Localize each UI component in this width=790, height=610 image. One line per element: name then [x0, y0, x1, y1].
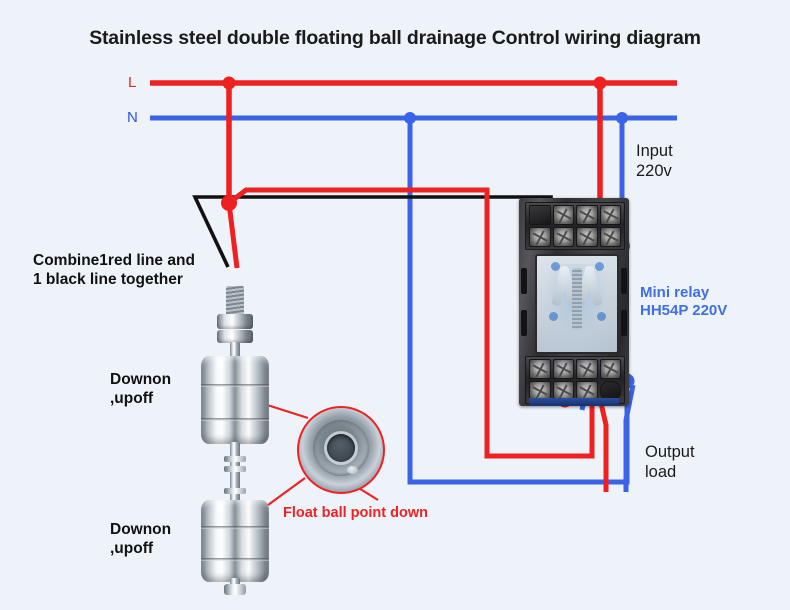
junction-dot-N-bus-mid: [404, 112, 416, 124]
relay-vent-right-2: [621, 310, 627, 336]
junction-dot-L-bus-left: [222, 76, 236, 90]
junction-dot-N-bus-right: [616, 112, 628, 124]
relay-screw-t1: [529, 205, 551, 225]
float-ball-lower: [201, 500, 269, 582]
float-hex-nut-1: [217, 314, 253, 329]
callout-line-lower: [267, 477, 306, 506]
relay-vent-left: [521, 268, 527, 294]
label-input-220v: Input 220v: [636, 142, 673, 181]
relay-screw-t4: [599, 205, 621, 225]
relay-screw-t2: [552, 205, 574, 225]
relay-screw-t6: [552, 227, 574, 247]
float-hex-nut-2: [217, 330, 253, 343]
relay-dot-1: [551, 262, 560, 271]
relay-screw-t5: [529, 227, 551, 247]
relay-screw-t3: [576, 205, 598, 225]
float-ball-detail-inset: [297, 406, 385, 494]
label-line-L: L: [128, 74, 137, 91]
relay-dot-2: [595, 262, 604, 271]
relay-coil: [572, 268, 582, 330]
label-mini-relay: Mini relay HH54P 220V: [640, 284, 728, 320]
relay-clear-cover: [535, 254, 619, 354]
relay-terminal-block-top: [525, 202, 625, 250]
float-switch-assembly: [196, 284, 274, 596]
float-stop-ring-2: [224, 466, 246, 472]
float-rod-middle: [230, 442, 240, 504]
page-title: Stainless steel double floating ball dra…: [89, 27, 701, 49]
float-end-cap: [224, 584, 246, 595]
wire-load-blue: [623, 384, 636, 492]
relay-dot-3: [549, 312, 558, 321]
float-stop-ring-3: [224, 488, 246, 494]
relay-terminal-block-bottom: [525, 356, 625, 404]
wire-float-black: [192, 195, 553, 268]
relay-din-base: [529, 398, 619, 406]
relay-screw-b2: [552, 359, 574, 379]
relay-screw-b1: [529, 359, 551, 379]
relay-vent-left-2: [521, 310, 527, 336]
label-float-upper-note: Downon ,upoff: [110, 371, 172, 407]
relay-screw-b4: [599, 359, 621, 379]
float-rod-upper: [230, 342, 240, 362]
junction-dot-L-float: [221, 195, 237, 211]
wire-float-red-branch: [227, 187, 595, 459]
label-line-N: N: [127, 109, 138, 126]
float-threaded-stem: [226, 286, 244, 316]
relay-screw-t7: [576, 227, 598, 247]
relay-dot-4: [597, 312, 606, 321]
label-float-lower-note: Downon ,upoff: [110, 521, 172, 557]
float-stop-ring-1: [224, 456, 246, 462]
label-output-load: Output load: [645, 443, 695, 482]
relay-screw-b3: [576, 359, 598, 379]
relay-vent-right: [621, 268, 627, 294]
label-float-ball-callout: Float ball point down: [283, 505, 428, 521]
label-combine-note: Combine1red line and 1 black line togeth…: [33, 252, 195, 288]
callout-line-upper: [263, 402, 309, 420]
wire-float-red-lead: [226, 202, 240, 269]
float-ball-upper: [201, 356, 269, 444]
relay-module: [519, 198, 629, 406]
relay-screw-t8: [599, 227, 621, 247]
junction-dot-L-bus-right: [593, 76, 607, 90]
